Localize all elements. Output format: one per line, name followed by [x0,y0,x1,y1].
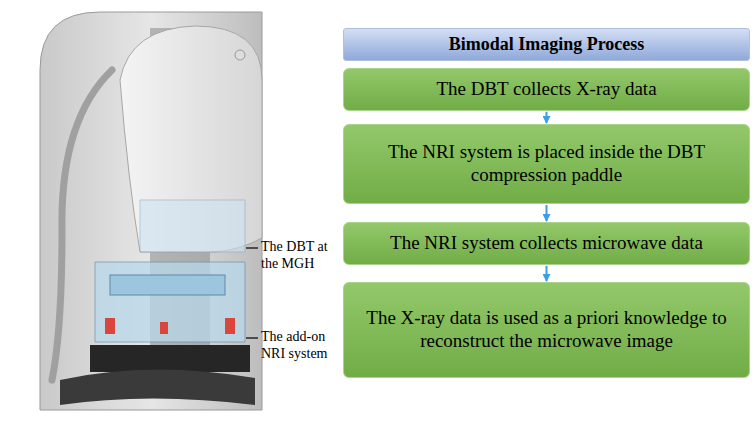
tube-head [120,26,262,252]
flow-arrow [546,112,548,123]
process-box: The DBT collects X-ray data [343,68,750,111]
header-band: Bimodal Imaging Process [343,28,750,61]
leader-line [246,247,258,248]
box-text: Bimodal Imaging Process [449,34,645,55]
antenna [105,318,115,334]
paddle [110,275,225,295]
base [60,369,255,405]
antenna [225,318,235,334]
leader-line [246,337,258,338]
flow-arrow [546,266,548,281]
box-text: The DBT collects X-ray data [436,78,656,101]
gantry [40,12,262,410]
nri-system [95,262,245,342]
face-shield [140,200,245,252]
box-text: The X-ray data is used as a priori knowl… [360,307,733,353]
box-text: The NRI system collects microwave data [390,232,703,255]
process-box: The NRI system collects microwave data [343,222,750,265]
process-box: The X-ray data is used as a priori knowl… [343,282,750,378]
antenna [160,322,168,334]
logo [235,50,245,60]
detector [90,345,250,372]
part-label: The DBT at the MGH [261,239,341,273]
flow-arrow [546,205,548,221]
part-label: The add-on NRI system [261,329,341,363]
box-text: The NRI system is placed inside the DBT … [360,141,733,187]
process-box: The NRI system is placed inside the DBT … [343,124,750,204]
